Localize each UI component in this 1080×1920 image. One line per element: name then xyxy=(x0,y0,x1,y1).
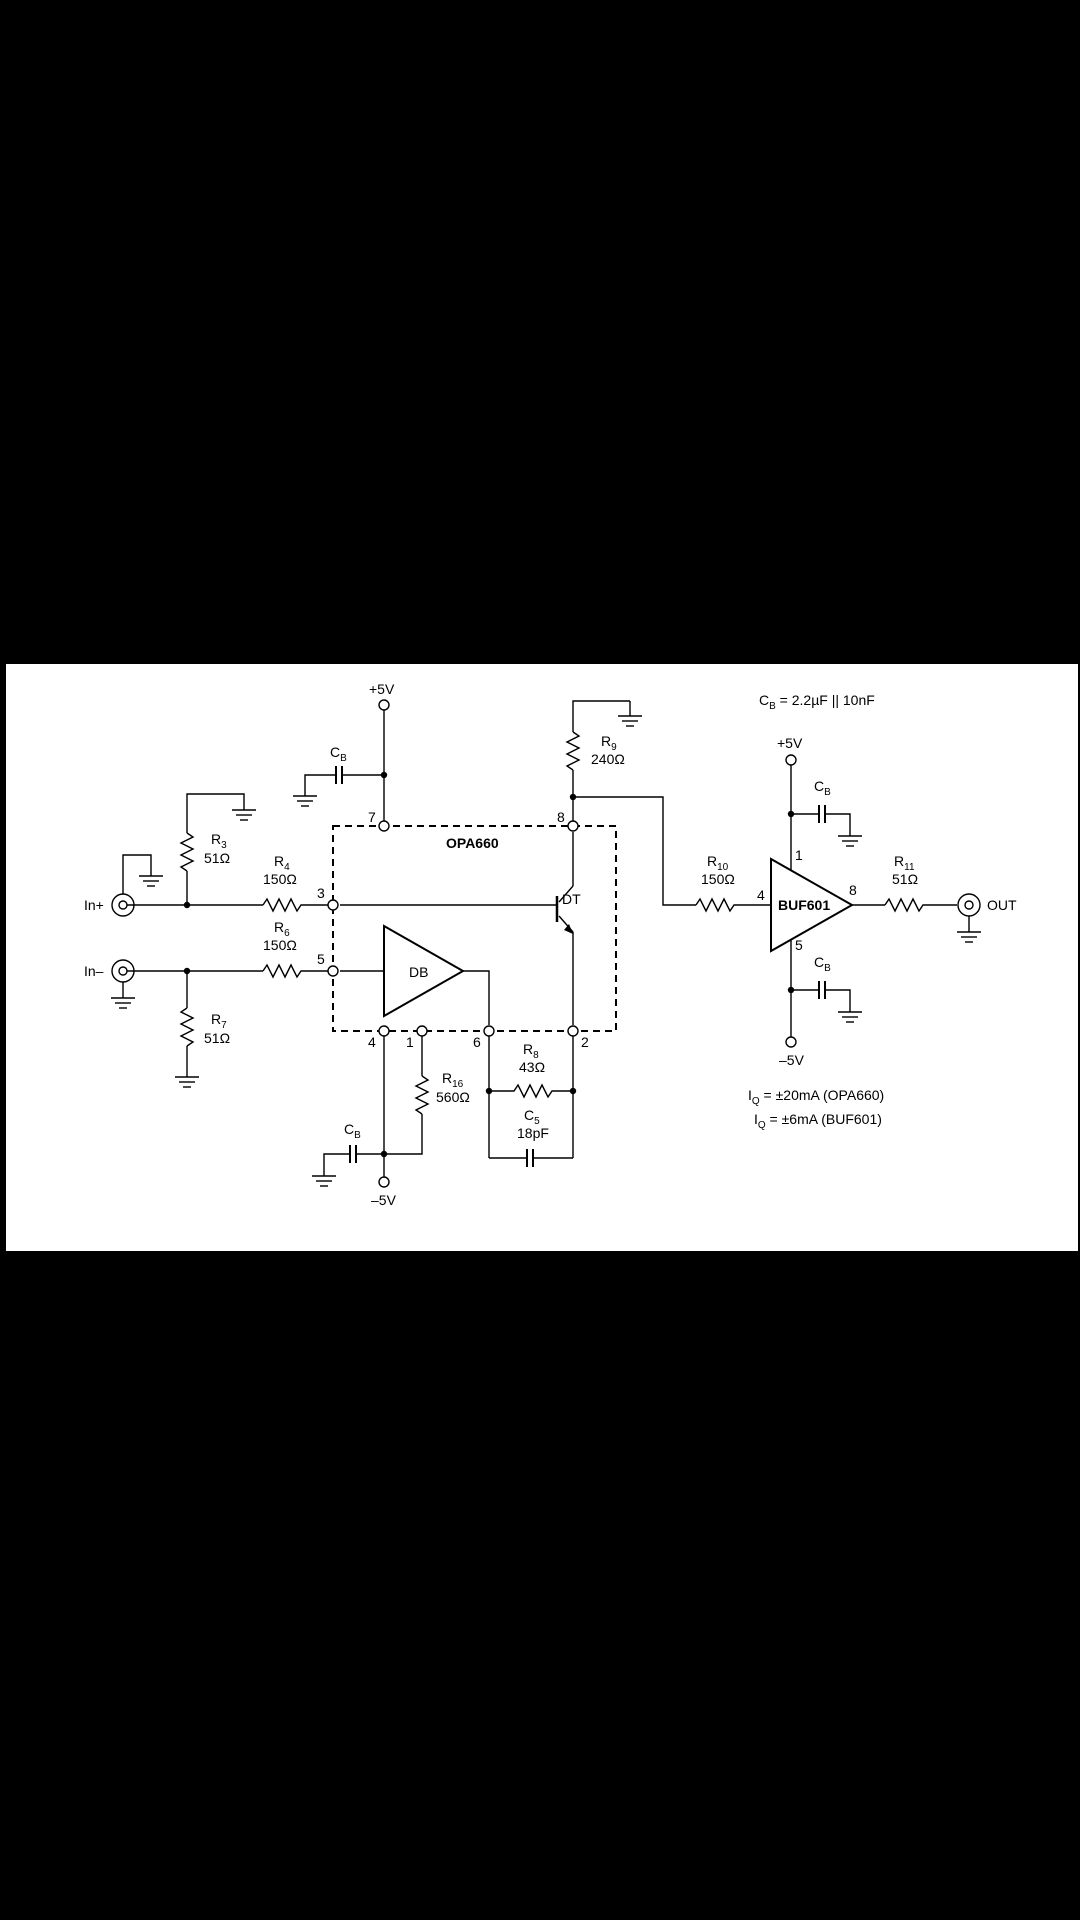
r10-label: R10 xyxy=(707,853,729,873)
iq-note-buf601: IQ = ±6mA (BUF601) xyxy=(754,1111,882,1131)
r10-value: 150Ω xyxy=(701,871,735,887)
r9-value: 240Ω xyxy=(591,751,625,767)
r6-value: 150Ω xyxy=(263,937,297,953)
vpos-label-buf: +5V xyxy=(777,735,803,751)
vneg-label-buf: –5V xyxy=(779,1052,805,1068)
cb-label-buf-top: CB xyxy=(814,778,831,798)
vneg-terminal-opa xyxy=(378,1176,390,1188)
opa-pin-2: 2 xyxy=(581,1034,589,1050)
buf-pin-1: 1 xyxy=(795,847,803,863)
cb-note: CB = 2.2µF || 10nF xyxy=(759,692,875,712)
iq-note-opa660: IQ = ±20mA (OPA660) xyxy=(748,1087,884,1107)
r8-label: R8 xyxy=(523,1041,539,1061)
opa-pin-7: 7 xyxy=(368,809,376,825)
r4-value: 150Ω xyxy=(263,871,297,887)
r4-resistor xyxy=(262,897,328,913)
r7-value: 51Ω xyxy=(204,1030,230,1046)
vpos-terminal-buf xyxy=(785,754,797,766)
r3-value: 51Ω xyxy=(204,850,230,866)
in-plus-label: In+ xyxy=(84,897,104,913)
cb-capacitor-bottom xyxy=(312,1145,384,1187)
r8-resistor xyxy=(489,1083,573,1099)
vneg-terminal-buf xyxy=(785,1036,797,1048)
buf601-label: BUF601 xyxy=(778,897,830,913)
r16-label: R16 xyxy=(442,1070,464,1090)
schematic-figure: OPA660 DB DT 7 8 3 5 4 1 6 2 +5V xyxy=(4,662,1080,1253)
in-minus-connector xyxy=(111,959,135,1009)
dt-transistor xyxy=(555,885,574,934)
r4-label: R4 xyxy=(274,853,290,873)
output-label: OUT xyxy=(987,897,1017,913)
vpos-terminal-opa xyxy=(378,699,390,711)
buf-pin-4: 4 xyxy=(757,887,765,903)
opa660-pins xyxy=(327,820,579,1037)
db-label: DB xyxy=(409,964,428,980)
r11-label: R11 xyxy=(894,853,915,873)
in-minus-label: In– xyxy=(84,963,104,979)
r7-label: R7 xyxy=(211,1011,227,1031)
cb-label-bottom: CB xyxy=(344,1121,361,1141)
cb-label-buf-bottom: CB xyxy=(814,954,831,974)
opa660-boundary xyxy=(332,825,617,1032)
cb-capacitor-top xyxy=(293,766,384,807)
buf-pin-5: 5 xyxy=(795,937,803,953)
buf601-buffer xyxy=(770,857,855,953)
c5-value: 18pF xyxy=(517,1125,549,1141)
opa-pin-6: 6 xyxy=(473,1034,481,1050)
opa-pin-4: 4 xyxy=(368,1034,376,1050)
r16-value: 560Ω xyxy=(436,1089,470,1105)
r9-resistor xyxy=(565,700,642,821)
r3-resistor xyxy=(179,793,256,905)
cb-label-top: CB xyxy=(330,744,347,764)
buf-pin-8: 8 xyxy=(849,882,857,898)
vneg-label-opa: –5V xyxy=(371,1192,397,1208)
r16-resistor xyxy=(384,1036,430,1155)
r9-label: R9 xyxy=(601,733,617,753)
r8-value: 43Ω xyxy=(519,1059,545,1075)
r6-resistor xyxy=(262,963,328,979)
r11-value: 51Ω xyxy=(892,871,918,887)
cb-capacitor-buf-top xyxy=(791,805,862,847)
dt-label: DT xyxy=(562,891,581,907)
r11-resistor xyxy=(884,897,957,913)
cb-capacitor-buf-bottom xyxy=(791,981,862,1023)
c5-label: C5 xyxy=(524,1107,540,1127)
vpos-label-opa: +5V xyxy=(369,681,395,697)
c5-capacitor xyxy=(489,1149,573,1167)
output-connector xyxy=(957,893,981,943)
r6-label: R6 xyxy=(274,919,290,939)
opa-pin-1: 1 xyxy=(406,1034,414,1050)
r7-resistor xyxy=(175,971,199,1088)
opa660-label: OPA660 xyxy=(446,835,499,851)
r10-resistor xyxy=(695,897,771,913)
opa-pin-8: 8 xyxy=(557,809,565,825)
opa-pin-5: 5 xyxy=(317,951,325,967)
circuit-schematic: OPA660 DB DT 7 8 3 5 4 1 6 2 +5V xyxy=(84,681,1017,1208)
opa-pin-3: 3 xyxy=(317,885,325,901)
in-plus-connector xyxy=(111,854,163,917)
r3-label: R3 xyxy=(211,831,227,851)
opa660-wiring xyxy=(340,832,574,1025)
